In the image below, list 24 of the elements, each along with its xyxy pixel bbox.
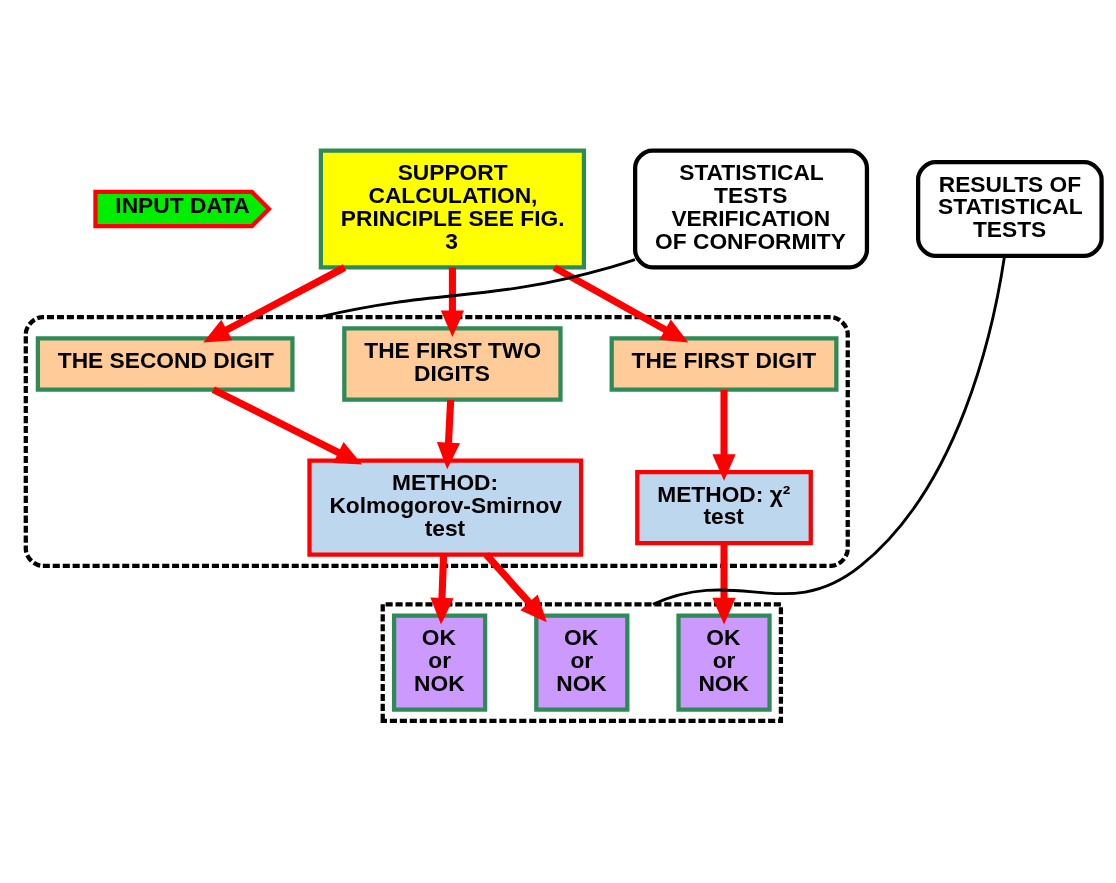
arrow xyxy=(712,543,736,625)
arrow xyxy=(436,399,461,470)
cluster xyxy=(380,602,784,724)
node-box: THE FIRST DIGIT xyxy=(609,336,839,392)
node-box: OK or NOK xyxy=(391,613,488,712)
arrow xyxy=(203,264,347,343)
arrow xyxy=(211,386,363,465)
node-box: THE FIRST TWO DIGITS xyxy=(342,326,563,402)
arrow xyxy=(552,264,689,343)
node-box: RESULTS OF STATISTICAL TESTS xyxy=(916,159,1104,259)
node-box: SUPPORT CALCULATION, PRINCIPLE SEE FIG. 3 xyxy=(318,148,587,270)
node-box: METHOD: Kolmogorov-Smirnov test xyxy=(307,458,584,557)
cluster xyxy=(23,314,850,569)
node-box: OK or NOK xyxy=(676,613,772,712)
arrow xyxy=(483,552,547,623)
arrow xyxy=(440,267,465,338)
node-box: THE SECOND DIGIT xyxy=(35,336,295,392)
arrow xyxy=(712,389,736,481)
connector xyxy=(652,256,1006,606)
connector xyxy=(318,258,636,319)
node-box: STATISTICAL TESTS VERIFICATION OF CONFORMITY xyxy=(633,148,870,270)
node-box: OK or NOK xyxy=(534,613,630,712)
arrow xyxy=(430,554,454,625)
node-box: METHOD: χ² test xyxy=(635,469,813,546)
